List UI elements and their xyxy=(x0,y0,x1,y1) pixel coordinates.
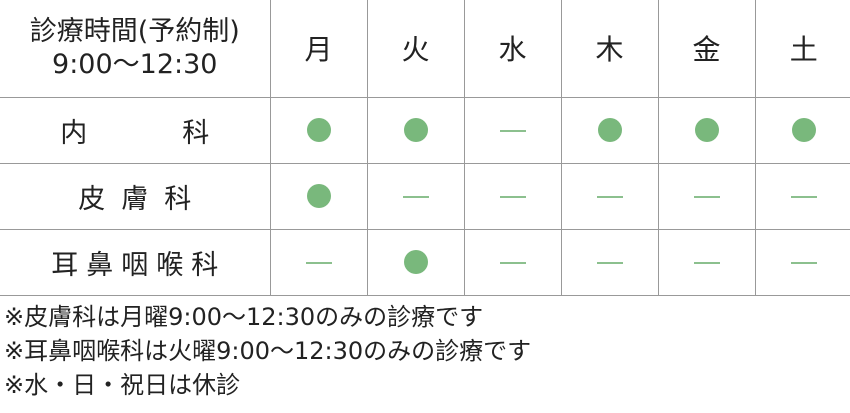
day-label: 土 xyxy=(789,33,818,67)
dash-icon xyxy=(499,262,526,264)
day-header-fri: 金 xyxy=(657,0,756,98)
table-row: 内 科 xyxy=(0,96,850,164)
availability-cell xyxy=(754,96,850,164)
note-closed-days: ※水・日・祝日は休診 xyxy=(4,371,241,399)
notes: ※皮膚科は月曜9:00〜12:30のみの診療です ※耳鼻咽喉科は火曜9:00〜1… xyxy=(4,300,531,402)
availability-cell xyxy=(754,162,850,230)
availability-cell xyxy=(560,96,659,164)
note-ent: ※耳鼻咽喉科は火曜9:00〜12:30のみの診療です xyxy=(4,337,532,365)
circle-dot-icon xyxy=(791,118,816,142)
dash-icon xyxy=(693,262,720,264)
availability-cell xyxy=(269,96,368,164)
dash-icon xyxy=(790,262,817,264)
hours-title: 診療時間(予約制) xyxy=(29,16,240,48)
hours-header-cell: 診療時間(予約制) 9:00〜12:30 xyxy=(0,0,271,98)
circle-dot-icon xyxy=(403,250,428,274)
header-row: 診療時間(予約制) 9:00〜12:30 月 火 水 木 金 土 xyxy=(0,0,850,98)
schedule-body: 内 科 皮膚科 耳鼻咽喉科 xyxy=(0,96,850,296)
day-header-sat: 土 xyxy=(754,0,850,98)
availability-cell xyxy=(560,228,659,296)
department-label: 内 科 xyxy=(60,117,244,149)
day-label: 金 xyxy=(692,33,721,67)
availability-cell xyxy=(269,228,368,296)
availability-cell xyxy=(657,228,756,296)
day-header-thu: 木 xyxy=(560,0,659,98)
availability-cell xyxy=(463,162,562,230)
availability-cell xyxy=(269,162,368,230)
dash-icon xyxy=(499,130,526,132)
availability-cell xyxy=(366,96,465,164)
availability-cell xyxy=(657,96,756,164)
day-label: 水 xyxy=(498,33,527,67)
department-cell: 内 科 xyxy=(0,96,271,164)
department-label: 皮膚科 xyxy=(78,183,208,215)
availability-cell xyxy=(463,228,562,296)
dash-icon xyxy=(402,196,429,198)
availability-cell xyxy=(463,96,562,164)
dash-icon xyxy=(305,262,332,264)
table-row: 皮膚科 xyxy=(0,162,850,230)
day-label: 月 xyxy=(304,33,333,67)
day-label: 火 xyxy=(401,33,430,67)
dash-icon xyxy=(596,196,623,198)
note-dermatology: ※皮膚科は月曜9:00〜12:30のみの診療です xyxy=(4,303,484,331)
dash-icon xyxy=(693,196,720,198)
department-cell: 皮膚科 xyxy=(0,162,271,230)
availability-cell xyxy=(366,162,465,230)
dash-icon xyxy=(596,262,623,264)
day-header-tue: 火 xyxy=(366,0,465,98)
circle-dot-icon xyxy=(306,184,331,208)
day-label: 木 xyxy=(595,33,624,67)
dash-icon xyxy=(499,196,526,198)
schedule-table: 診療時間(予約制) 9:00〜12:30 月 火 水 木 金 土 内 科 皮膚科 xyxy=(0,0,850,296)
circle-dot-icon xyxy=(403,118,428,142)
department-cell: 耳鼻咽喉科 xyxy=(0,228,271,296)
circle-dot-icon xyxy=(694,118,719,142)
dash-icon xyxy=(790,196,817,198)
circle-dot-icon xyxy=(306,118,331,142)
day-header-wed: 水 xyxy=(463,0,562,98)
table-row: 耳鼻咽喉科 xyxy=(0,228,850,296)
availability-cell xyxy=(657,162,756,230)
hours-time: 9:00〜12:30 xyxy=(52,49,218,81)
availability-cell xyxy=(366,228,465,296)
day-header-mon: 月 xyxy=(269,0,368,98)
circle-dot-icon xyxy=(597,118,622,142)
availability-cell xyxy=(560,162,659,230)
availability-cell xyxy=(754,228,850,296)
department-label: 耳鼻咽喉科 xyxy=(51,249,227,281)
